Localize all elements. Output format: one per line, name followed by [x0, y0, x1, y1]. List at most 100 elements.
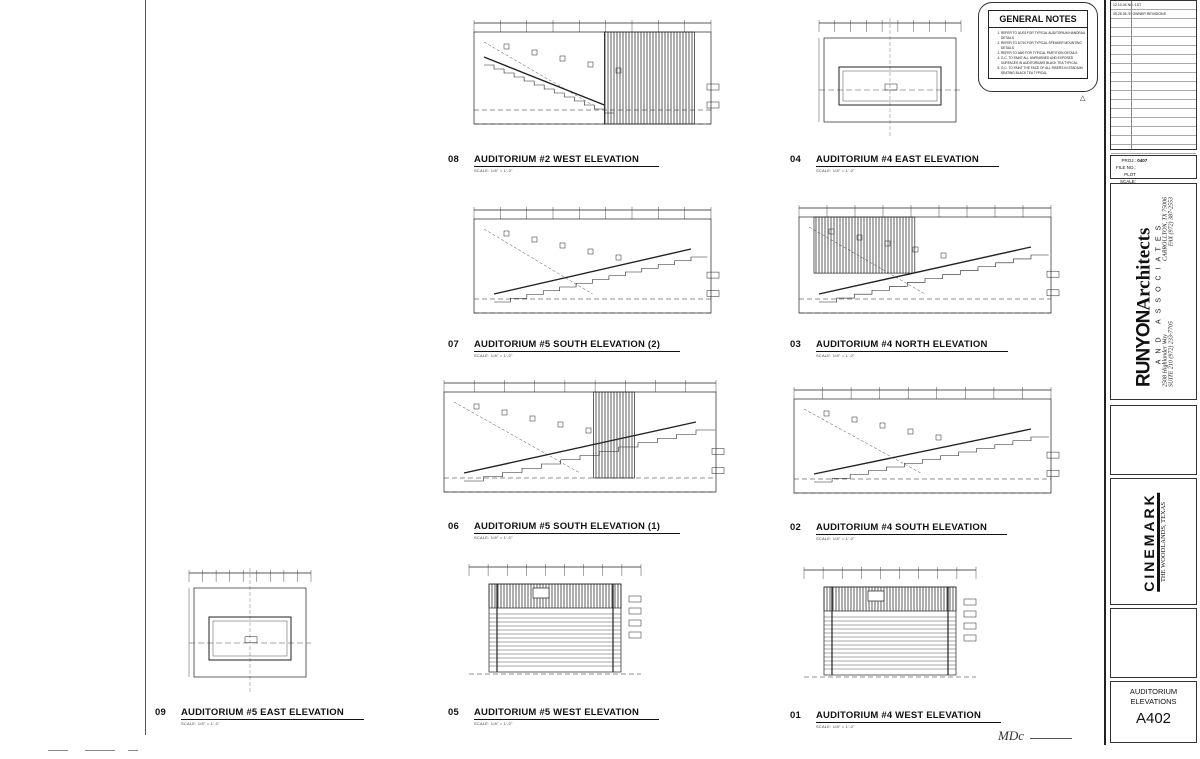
revision-row — [1111, 73, 1196, 82]
drawing-scale: SCALE: 1/8" = 1'-0" — [474, 353, 513, 358]
drawing-scale: SCALE: 1/8" = 1'-0" — [181, 721, 220, 726]
drawing-name: AUDITORIUM #5 SOUTH ELEVATION (1) — [474, 521, 681, 534]
drawing-number: 07 — [448, 339, 459, 350]
project-info: PROJ.: 0407 FILE NO.: PLOT SCALE: — [1110, 155, 1197, 184]
architect-name: Architects — [1133, 227, 1154, 311]
signature: MDc — [998, 728, 1024, 743]
client-block: CINEMARK THE WOODLANDS, TEXAS — [1110, 478, 1197, 605]
plot-label: PLOT SCALE: — [1119, 172, 1136, 184]
drawing-name: AUDITORIUM #5 SOUTH ELEVATION (2) — [474, 339, 681, 352]
sheet-number: A402 — [1135, 710, 1172, 727]
address-line2: SUITE 210 (972) 233-7705 — [1168, 320, 1174, 387]
revision-row: 05.25.05 /1\ OWNER REVISIONS — [1111, 10, 1196, 19]
drawing-scale: SCALE: 1/8" = 1'-0" — [816, 353, 855, 358]
revision-row: 12.10.04 NO. 1ST — [1111, 1, 1196, 10]
client-name: CINEMARK — [1140, 491, 1160, 592]
revision-row — [1111, 64, 1196, 73]
drawing-name: AUDITORIUM #4 NORTH ELEVATION — [816, 339, 1008, 352]
drawing-number: 04 — [790, 154, 801, 165]
revision-row — [1111, 19, 1196, 28]
general-notes-title: GENERAL NOTES — [989, 11, 1087, 28]
sheet-title-1: AUDITORIUM — [1129, 687, 1178, 696]
general-notes-box: GENERAL NOTES REFER TO A1/03 FOR TYPICAL… — [988, 10, 1088, 79]
scan-mark — [85, 750, 115, 751]
drawing-scale: SCALE: 1/8" = 1'-0" — [474, 168, 513, 173]
blank-block — [1110, 608, 1197, 678]
drawing-number: 03 — [790, 339, 801, 350]
drawing-01 — [790, 565, 990, 697]
client-logo: CINEMARK THE WOODLANDS, TEXAS — [1140, 491, 1167, 592]
title-block: 12.10.04 NO. 1ST 05.25.05 /1\ OWNER REVI… — [1104, 0, 1200, 745]
revision-row — [1111, 145, 1196, 154]
sheet-border-line — [145, 0, 146, 735]
address-city: CARROLLTON, TX 75006 — [1162, 196, 1168, 261]
drawing-07 — [460, 205, 725, 327]
architect-logo: RUNYONArchitects AND ASSOCIATES 2508 Hig… — [1133, 197, 1174, 387]
drawing-name: AUDITORIUM #4 SOUTH ELEVATION — [816, 522, 1008, 535]
drawing-03 — [785, 203, 1065, 327]
address-line1: 2508 Highlander Way — [1162, 333, 1168, 387]
client-location: THE WOODLANDS, TEXAS — [1159, 501, 1167, 582]
drawing-name: AUDITORIUM #2 WEST ELEVATION — [474, 154, 659, 167]
drawing-02 — [780, 385, 1065, 507]
revision-row — [1111, 118, 1196, 127]
note-item: REFER TO A1/03 FOR TYPICAL AUDITORIUM HA… — [1001, 31, 1087, 41]
file-label: FILE NO.: — [1115, 165, 1136, 170]
proj-value: 0407 — [1137, 158, 1148, 163]
revision-row — [1111, 109, 1196, 118]
drawing-scale: SCALE: 1/8" = 1'-0" — [474, 535, 513, 540]
drawing-number: 08 — [448, 154, 459, 165]
blank-block — [1110, 405, 1197, 475]
drawing-number: 09 — [155, 707, 166, 718]
signature-line — [1030, 738, 1072, 739]
revision-column-divider — [1131, 1, 1132, 149]
drawing-04 — [805, 18, 975, 138]
note-item: G.C. TO PAINT THE FACE OF ALL RISERS IN … — [1001, 66, 1087, 76]
sheet-title-2: ELEVATIONS — [1130, 697, 1177, 706]
drawing-05 — [455, 562, 655, 694]
drawing-name: AUDITORIUM #5 WEST ELEVATION — [474, 707, 659, 720]
revision-table: 12.10.04 NO. 1ST 05.25.05 /1\ OWNER REVI… — [1110, 0, 1197, 154]
drawing-06 — [430, 378, 730, 506]
architect-block: RUNYONArchitects AND ASSOCIATES 2508 Hig… — [1110, 183, 1197, 400]
revision-row — [1111, 91, 1196, 100]
drawing-08 — [460, 18, 725, 138]
drawing-number: 06 — [448, 521, 459, 532]
note-item: REFER TO A6/0 FOR TYPICAL PARTITION DETA… — [1001, 51, 1087, 56]
revision-row — [1111, 100, 1196, 109]
drawing-number: 05 — [448, 707, 459, 718]
scan-mark — [48, 750, 68, 751]
revision-row — [1111, 46, 1196, 55]
revision-row — [1111, 37, 1196, 46]
drawing-scale: SCALE: 1/8" = 1'-0" — [816, 724, 855, 729]
drawing-scale: SCALE: 1/8" = 1'-0" — [816, 536, 855, 541]
note-item: REFER TO A7/10 FOR TYPICAL SPEAKER MOUNT… — [1001, 41, 1087, 51]
drawing-name: AUDITORIUM #4 WEST ELEVATION — [816, 710, 1001, 723]
revision-row — [1111, 136, 1196, 145]
drawing-scale: SCALE: 1/8" = 1'-0" — [816, 168, 855, 173]
drawing-number: 02 — [790, 522, 801, 533]
revision-row — [1111, 55, 1196, 64]
drawing-number: 01 — [790, 710, 801, 721]
revision-row — [1111, 28, 1196, 37]
revision-row — [1111, 82, 1196, 91]
drawing-scale: SCALE: 1/8" = 1'-0" — [474, 721, 513, 726]
proj-label: PROJ.: — [1121, 158, 1136, 163]
drawing-name: AUDITORIUM #5 EAST ELEVATION — [181, 707, 364, 720]
address-fax: FAX (972) 387-2553 — [1168, 196, 1174, 246]
architect-sub: AND ASSOCIATES — [1155, 219, 1162, 364]
general-notes-cloud: GENERAL NOTES REFER TO A1/03 FOR TYPICAL… — [978, 2, 1098, 92]
drawing-title-07: 07 AUDITORIUM #5 SOUTH ELEVATION (2)SCALE… — [448, 339, 681, 358]
drawing-09 — [175, 568, 325, 693]
drawing-title-06: 06 AUDITORIUM #5 SOUTH ELEVATION (1)SCALE… — [448, 521, 681, 540]
scan-mark — [128, 750, 138, 751]
revision-row — [1111, 127, 1196, 136]
architect-name-bold: RUNYON — [1133, 310, 1154, 387]
